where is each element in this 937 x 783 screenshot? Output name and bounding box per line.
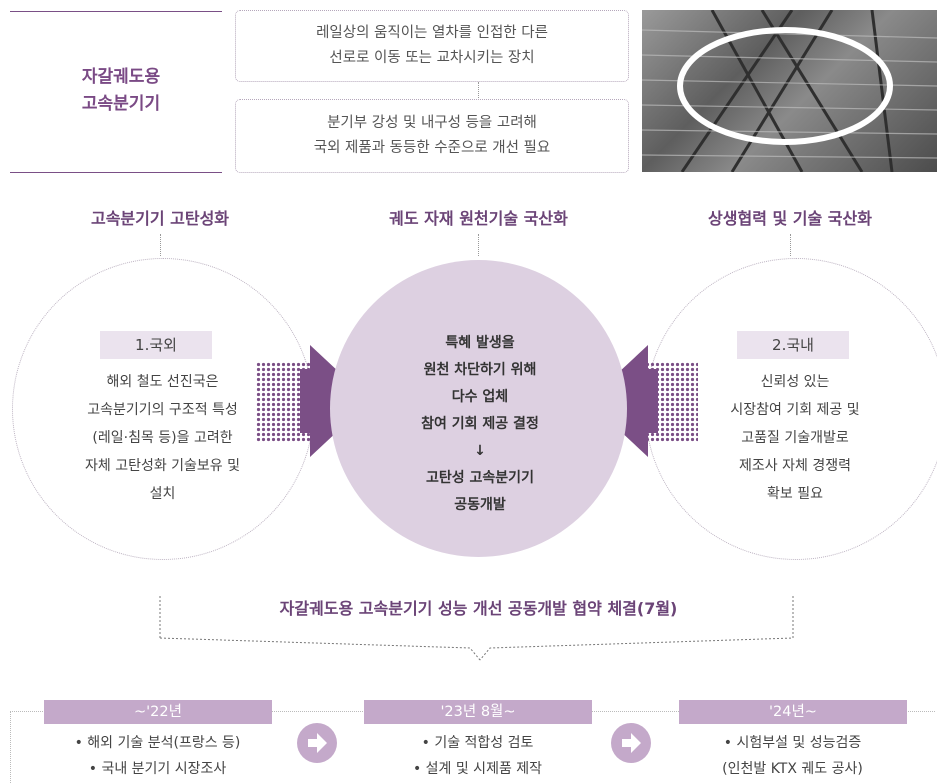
phase-2-item: • 설계 및 시제품 제작: [412, 761, 543, 777]
header-bottom-rule: [10, 172, 222, 173]
phase-2-item: • 기술 적합성 검토: [421, 735, 534, 751]
need-line-1: 분기부 강성 및 내구성 등을 고려해: [327, 115, 537, 131]
center-circle: [330, 260, 627, 557]
title-line-2: 고속분기기: [81, 94, 161, 114]
next-step-icon: [611, 723, 651, 763]
domestic-description: 신뢰성 있는 시장참여 기회 제공 및 고품질 기술개발로 제조사 자체 경쟁력…: [680, 368, 910, 508]
center-line: 특혜 발생을: [445, 335, 515, 351]
overseas-line: 해외 철도 선진국은: [106, 374, 219, 390]
next-step-arrow: [622, 733, 641, 753]
overseas-tag: 1.국외: [100, 331, 212, 359]
overseas-description: 해외 철도 선진국은 고속분기기의 구조적 특성 (레일·침목 등)을 고려한 …: [45, 368, 280, 508]
next-step-arrow: [308, 733, 327, 753]
phase-2-items: • 기술 적합성 검토 • 설계 및 시제품 제작: [350, 730, 605, 782]
center-description: 특혜 발생을 원천 차단하기 위해 다수 업체 참여 기회 제공 결정 ↓ 고탄…: [380, 330, 580, 519]
left-heading-connector: [160, 234, 161, 256]
center-line: 공동개발: [454, 497, 506, 513]
phase-3-item: • 시험부설 및 성능검증: [723, 735, 862, 751]
need-box: 분기부 강성 및 내구성 등을 고려해 국외 제품과 동등한 수준으로 개선 필…: [235, 99, 629, 173]
phase-1-item: • 해외 기술 분석(프랑스 등): [74, 735, 241, 751]
left-column-heading: 고속분기기 고탄성화: [90, 209, 230, 228]
domestic-tag: 2.국내: [737, 331, 849, 359]
center-line: 다수 업체: [451, 389, 509, 405]
definition-line-1: 레일상의 움직이는 열차를 인접한 다른: [316, 25, 548, 41]
page-title: 자갈궤도용 고속분기기: [10, 64, 232, 118]
overseas-line: 설치: [149, 486, 176, 502]
center-heading-connector: [478, 234, 479, 256]
down-arrow-icon: ↓: [474, 443, 486, 459]
center-line: 참여 기회 제공 결정: [421, 416, 539, 432]
next-step-icon: [297, 723, 337, 763]
timeline-left-bracket: [10, 711, 11, 783]
definition-connector: [478, 82, 479, 98]
phase-1-items: • 해외 기술 분석(프랑스 등) • 국내 분기기 시장조사: [30, 730, 285, 782]
center-line: 원천 차단하기 위해: [423, 362, 537, 378]
center-line: 고탄성 고속분기기: [426, 470, 534, 486]
switch-highlight-ring: [677, 27, 893, 145]
definition-line-2: 선로로 이동 또는 교차시키는 장치: [329, 50, 535, 66]
center-column-heading: 궤도 자재 원천기술 국산화: [389, 209, 568, 228]
need-line-2: 국외 제품과 동등한 수준으로 개선 필요: [313, 140, 551, 156]
phase-1-label: ~'22년: [44, 700, 272, 724]
header-top-rule: [10, 11, 222, 12]
phase-2-label: '23년 8월~: [364, 700, 592, 724]
phase-3-item: (인천발 KTX 궤도 공사): [722, 761, 863, 777]
domestic-line: 고품질 기술개발로: [741, 430, 849, 446]
title-line-1: 자갈궤도용: [81, 67, 161, 87]
domestic-line: 제조사 자체 경쟁력: [739, 458, 851, 474]
phase-3-items: • 시험부설 및 성능검증 (인천발 KTX 궤도 공사): [665, 730, 920, 782]
agreement-bracket: [159, 596, 794, 661]
domestic-line: 확보 필요: [767, 486, 823, 502]
definition-box: 레일상의 움직이는 열차를 인접한 다른 선로로 이동 또는 교차시키는 장치: [235, 10, 629, 82]
right-heading-connector: [790, 234, 791, 256]
right-column-heading: 상생협력 및 기술 국산화: [708, 209, 872, 228]
overseas-line: (레일·침목 등)을 고려한: [92, 430, 233, 446]
domestic-line: 시장참여 기회 제공 및: [730, 402, 860, 418]
railway-switch-photo: [642, 10, 937, 172]
overseas-line: 자체 고탄성화 기술보유 및: [84, 458, 241, 474]
phase-1-item: • 국내 분기기 시장조사: [88, 761, 227, 777]
overseas-line: 고속분기기의 구조적 특성: [87, 402, 238, 418]
domestic-line: 신뢰성 있는: [760, 374, 830, 390]
phase-3-label: '24년~: [679, 700, 907, 724]
railway-switch-illustration: [642, 10, 937, 172]
agreement-title: 자갈궤도용 고속분기기 성능 개선 공동개발 협약 체결(7월): [279, 599, 678, 618]
